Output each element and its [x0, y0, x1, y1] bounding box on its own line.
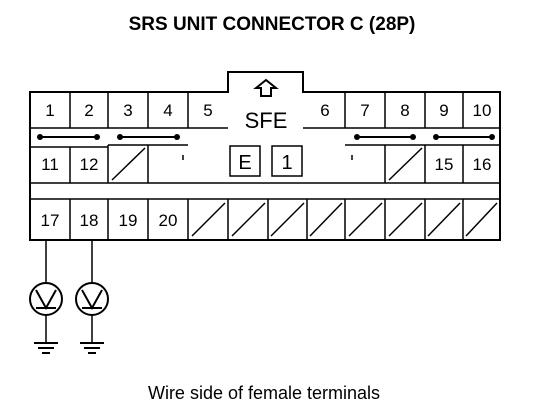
up-arrow-icon — [253, 78, 279, 97]
empty-cavity-mark — [388, 147, 423, 181]
empty-cavity-mark — [348, 202, 383, 237]
empty-cavity-mark — [191, 202, 226, 237]
empty-cavity-mark — [427, 202, 461, 237]
terminal-label: 4 — [163, 101, 172, 120]
empty-cavity-mark — [465, 202, 498, 237]
terminal-label: 3 — [123, 101, 132, 120]
terminal-label: 15 — [435, 155, 454, 174]
shorting-bar — [354, 134, 416, 140]
code-label-1: 1 — [281, 152, 292, 174]
terminal-label: 1 — [45, 101, 54, 120]
shorting-bar — [37, 134, 100, 140]
code-box-1 — [271, 145, 303, 177]
terminal-label: 7 — [360, 101, 369, 120]
ground-icon — [34, 342, 58, 354]
terminal-label: 2 — [84, 101, 93, 120]
diagram-caption: Wire side of female terminals — [148, 383, 380, 403]
terminal-label: 19 — [119, 211, 138, 230]
voltmeter-probe-18 — [75, 240, 109, 354]
voltmeter-probe-17 — [29, 240, 63, 354]
terminal-label: 16 — [473, 155, 492, 174]
shorting-bar — [433, 134, 495, 140]
empty-cavity-mark — [388, 202, 423, 237]
voltmeter-icon — [75, 282, 109, 316]
terminal-label: 9 — [439, 101, 448, 120]
voltmeter-icon — [29, 282, 63, 316]
terminal-label: 18 — [80, 211, 99, 230]
terminal-label: 5 — [203, 101, 212, 120]
terminal-label: 12 — [80, 155, 99, 174]
empty-cavity-mark — [111, 147, 146, 181]
connector-outline — [29, 71, 501, 241]
shorting-bar — [117, 134, 180, 140]
sfe-mark: SFE — [245, 108, 288, 133]
empty-cavity-mark — [231, 202, 266, 237]
diagram-title: SRS UNIT CONNECTOR C (28P) — [129, 14, 416, 35]
code-box-e — [229, 145, 261, 177]
terminal-label: 6 — [320, 101, 329, 120]
ground-icon — [80, 342, 104, 354]
terminal-label: 20 — [159, 211, 178, 230]
empty-cavity-mark — [270, 202, 305, 237]
terminal-label: 10 — [473, 101, 492, 120]
terminal-label: 8 — [400, 101, 409, 120]
terminal-label: 11 — [41, 155, 59, 174]
code-label-e: E — [238, 152, 251, 174]
terminal-label: 17 — [41, 211, 60, 230]
empty-cavity-mark — [309, 202, 343, 237]
